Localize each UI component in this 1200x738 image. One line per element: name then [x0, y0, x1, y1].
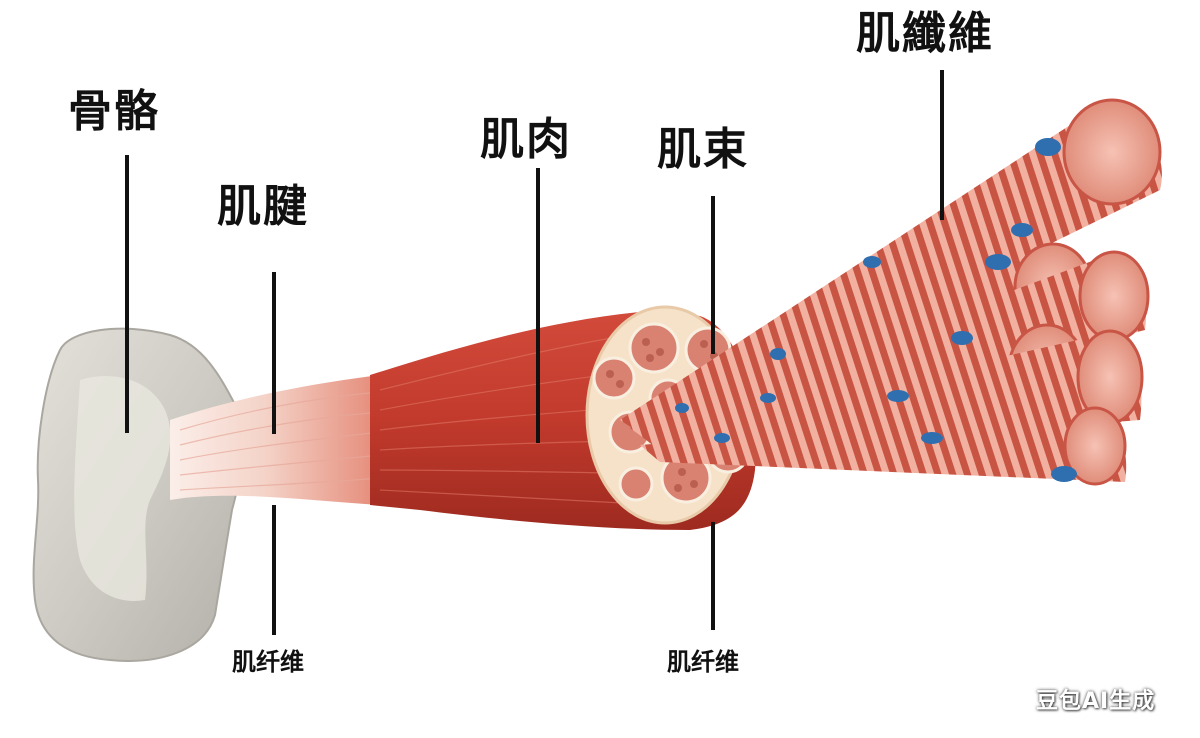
fiber-bottom-left-label: 肌纤维: [232, 648, 304, 676]
muscle-fiber-1: [620, 98, 1162, 441]
bone-shape: [32, 327, 245, 662]
muscle-label: 肌肉: [480, 114, 572, 165]
watermark-text: 豆包AI生成: [1036, 689, 1156, 714]
muscle-fibers-bundle: [620, 98, 1162, 486]
fiber-top-leader-line: [940, 70, 944, 220]
fiber-nuclei: [675, 138, 1077, 482]
tendon-label: 肌腱: [217, 181, 309, 232]
bone-label: 骨骼: [68, 86, 160, 137]
tendon-leader-line-upper: [272, 272, 276, 434]
tendon-shape: [170, 375, 381, 505]
fascicle-label: 肌束: [657, 124, 749, 175]
muscle-fiber-6: [640, 406, 1127, 486]
fascicle-leader-line-lower: [711, 522, 715, 630]
fascicle-leader-line-upper: [711, 196, 715, 354]
tendon-leader-line-lower: [272, 505, 276, 635]
fiber-bottom-right-label: 肌纤维: [667, 648, 739, 676]
muscle-leader-line: [536, 168, 540, 443]
fiber-top-label: 肌纖維: [856, 8, 994, 59]
bone-leader-line: [125, 155, 129, 433]
